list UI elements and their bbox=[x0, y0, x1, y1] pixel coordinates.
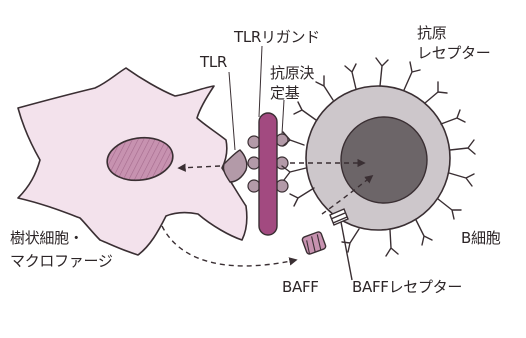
receptor-y bbox=[290, 188, 314, 206]
tlr-ligand-dot bbox=[248, 157, 260, 169]
antigen-receptor-label-line2: レセプター bbox=[417, 44, 491, 62]
baff-molecule bbox=[302, 231, 327, 255]
dendritic-cell-label-line1: 樹状細胞・ bbox=[10, 229, 84, 247]
b-cell-label: B細胞 bbox=[461, 229, 500, 247]
receptor-y bbox=[376, 58, 388, 86]
tlr-ligand-pointer-line bbox=[259, 46, 262, 117]
antigen-receptor-label-line1: 抗原 bbox=[417, 24, 446, 42]
receptor-y bbox=[441, 110, 465, 124]
tlr-ligand-dot bbox=[248, 136, 260, 148]
tlr-label: TLR bbox=[200, 53, 227, 71]
antigen-bar bbox=[259, 113, 277, 235]
receptor-y bbox=[449, 173, 474, 186]
receptor-y bbox=[386, 230, 398, 256]
receptor-y bbox=[404, 62, 420, 90]
baff-label: BAFF bbox=[282, 278, 319, 296]
tlr-ligand-label: TLRリガンド bbox=[234, 28, 320, 46]
tlr-ligand-dot bbox=[248, 180, 260, 192]
receptor-y bbox=[282, 166, 306, 180]
receptor-y bbox=[438, 199, 461, 219]
antigen-epitope-label-line2: 定基 bbox=[270, 84, 299, 102]
receptor-y bbox=[294, 102, 316, 120]
epitope-pointer-line bbox=[282, 100, 284, 134]
receptor-y bbox=[425, 82, 447, 103]
tlr-ligand-dot bbox=[276, 157, 288, 169]
receptor-y bbox=[416, 220, 432, 245]
antigen-epitope-label-line1: 抗原決 bbox=[270, 64, 314, 82]
tlr-pointer-line bbox=[229, 72, 235, 150]
tlr-ligand-dot bbox=[276, 180, 288, 192]
receptor-y bbox=[345, 64, 356, 89]
receptor-y bbox=[450, 140, 475, 154]
baff-receptor-label: BAFFレセプター bbox=[352, 278, 462, 296]
receptor-y bbox=[316, 76, 333, 100]
dendritic-cell-label-line2: マクロファージ bbox=[10, 252, 113, 270]
